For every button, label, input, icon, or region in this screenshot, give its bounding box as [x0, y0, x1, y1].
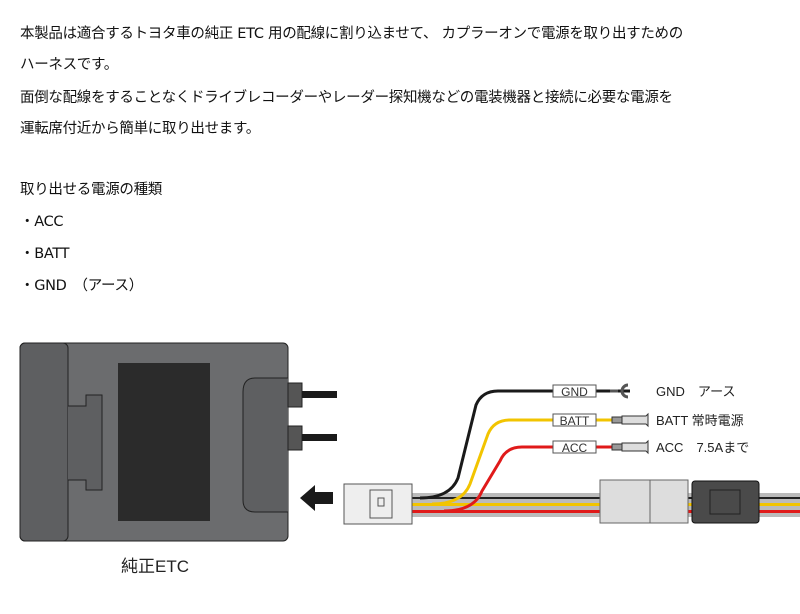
inline-connector: [599, 479, 760, 524]
terminal-crimp: [611, 416, 623, 424]
wire-desc-gnd: GND アース: [656, 384, 735, 399]
power-item-batt: ・BATT: [20, 246, 70, 262]
wire-tag-box: [552, 440, 597, 454]
female-terminal-icon: [621, 439, 649, 455]
terminal-crimp: [611, 443, 623, 451]
intro-line-3: 面倒な配線をすることなくドライブレコーダーやレーダー探知機などの電装機器と接続に…: [20, 90, 673, 106]
wire-gnd: [419, 389, 630, 500]
etc-side-connector: [343, 483, 413, 525]
power-item-acc: ・ACC: [20, 214, 64, 230]
wire-desc-acc: ACC 7.5Aまで: [656, 440, 749, 455]
wire-tag-gnd: GND: [561, 385, 588, 399]
wire-tag-box: [552, 384, 597, 398]
etc-label: 純正ETC: [121, 557, 189, 576]
wire-tag-acc: ACC: [562, 441, 588, 455]
wire-batt: [431, 418, 630, 506]
arrow-left-icon: [300, 485, 333, 511]
power-item-gnd: ・GND （アース）: [20, 278, 143, 294]
wire-tag-batt: BATT: [560, 414, 590, 428]
etc-unit: [19, 342, 337, 542]
intro-line-1: 本製品は適合するトヨタ車の純正 ETC 用の配線に割り込ませて、 カプラーオンで…: [20, 26, 683, 42]
wire-acc: [443, 445, 630, 513]
power-heading: 取り出せる電源の種類: [20, 182, 162, 198]
wire-tag-box: [552, 413, 597, 427]
wire-desc-batt: BATT 常時電源: [656, 413, 744, 428]
female-terminal-icon: [621, 412, 649, 428]
intro-line-2: ハーネスです。: [20, 57, 118, 73]
ring-terminal-icon: [610, 383, 629, 399]
intro-line-4: 運転席付近から簡単に取り出せます。: [20, 121, 260, 137]
